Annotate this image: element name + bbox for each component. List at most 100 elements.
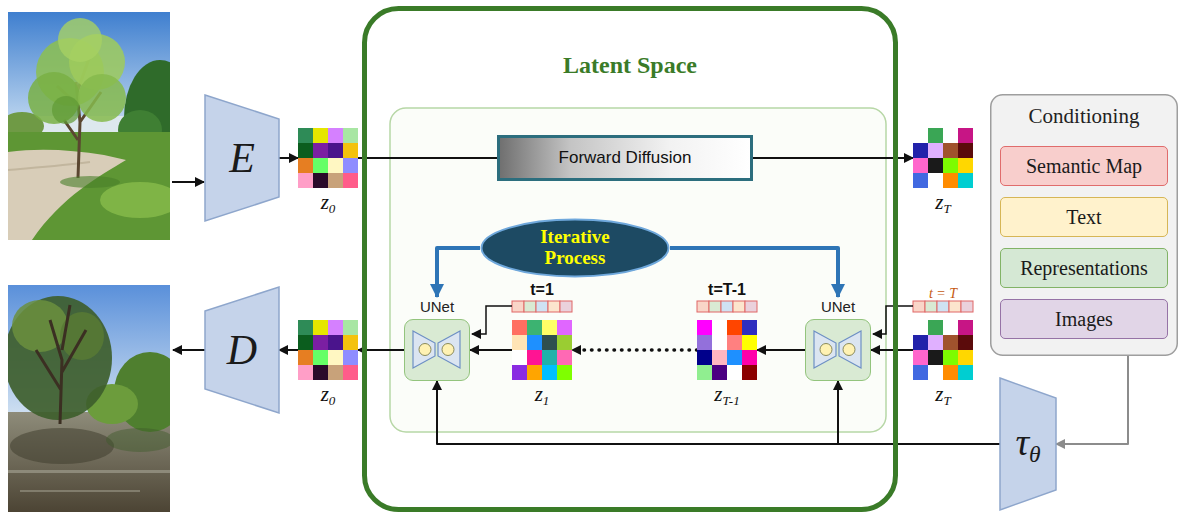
latent-cell [913,365,928,380]
flood-photo [10,428,114,464]
time-embedding [937,301,949,312]
latent-cell [557,365,572,380]
variable-label: zT [935,382,950,406]
latent-cell [712,320,727,335]
latent-cell [313,320,328,335]
process-label: Iterative Process [523,227,627,269]
latent-cell [943,365,958,380]
connector [358,157,497,159]
process-box: Forward Diffusion [497,135,753,181]
latent-cell [928,365,943,380]
condition-box: Images [1000,299,1168,339]
latent-cell [943,320,958,335]
latent-cell [527,365,542,380]
time-embedding [524,301,536,312]
time-embedding [949,301,961,312]
latent-cell [943,335,958,350]
latent-grid [512,320,572,380]
latent-cell [712,335,727,350]
latent-cell [328,350,343,365]
latent-grid: zT [913,320,973,410]
latent-cell [913,320,928,335]
latent-cell [928,350,943,365]
connector [279,349,298,351]
timestep-label: t=1 [530,281,554,298]
time-embedding [745,301,757,312]
trapezoid-shape [205,95,279,221]
latent-cell [313,158,328,173]
embedding-arrow [472,306,512,334]
latent-cell [298,320,313,335]
input-arrow [172,181,204,183]
panel-heading: Conditioning [1029,104,1140,128]
variable-label: zT [935,190,950,214]
condition-box: Semantic Map [1000,146,1168,186]
time-embedding [536,301,548,312]
latent-cell [928,320,943,335]
latent-cell [298,128,313,143]
latent-cell [928,335,943,350]
latent-cell [512,320,527,335]
latent-grid [298,320,358,380]
park-photo [78,74,126,122]
connector [838,381,1000,444]
unet-symbol [405,320,468,379]
latent-cell [313,350,328,365]
time-embedding [961,301,973,312]
module-symbol: E [229,134,255,182]
time-embedding [560,301,572,312]
latent-cell [512,350,527,365]
subscript: T-1 [723,393,740,408]
latent-grid [913,128,973,188]
region-outline [365,9,896,510]
subscript: T [943,201,950,216]
latent-cell [313,335,328,350]
subscript: 0 [329,393,336,408]
park-photo [8,12,170,240]
subscript: 0 [329,201,336,216]
latent-cell [298,158,313,173]
trapezoid-shape [1000,378,1056,510]
timestep-label: t = T [929,286,957,301]
latent-cell [542,320,557,335]
unet-decoder [839,331,861,368]
latent-cell [328,128,343,143]
park-photo [60,176,120,188]
latent-cell [542,350,557,365]
latent-cell [527,320,542,335]
latent-cell [943,158,958,173]
latent-grid [298,128,358,188]
unet-caption: UNet [793,297,883,317]
latent-cell [557,350,572,365]
output-arrow [173,349,205,351]
unet-encoder [814,331,836,368]
latent-cell [727,350,742,365]
latent-cell [697,365,712,380]
inner-region [390,108,886,432]
connector [757,349,805,351]
grid-label: zT-1 [673,382,781,409]
latent-cell [958,320,973,335]
latent-cell [742,365,757,380]
panel-heading: Conditioning [990,104,1178,129]
latent-cell [913,335,928,350]
latent-cell [958,128,973,143]
connector [1056,356,1128,444]
latent-cell [328,173,343,188]
latent-cell [742,350,757,365]
condition-label: Text [1066,206,1101,229]
latent-cell [958,173,973,188]
time-embedding [512,301,572,312]
condition-label: Semantic Map [1026,155,1142,178]
latent-cell [343,335,358,350]
unet-block: UNet [805,297,871,381]
latent-cell [512,365,527,380]
latent-cell [727,335,742,350]
latent-cell [343,158,358,173]
trapezoid-shape [205,287,279,413]
latent-cell [958,143,973,158]
connector [871,349,913,351]
latent-cell [913,143,928,158]
latent-cell [328,143,343,158]
